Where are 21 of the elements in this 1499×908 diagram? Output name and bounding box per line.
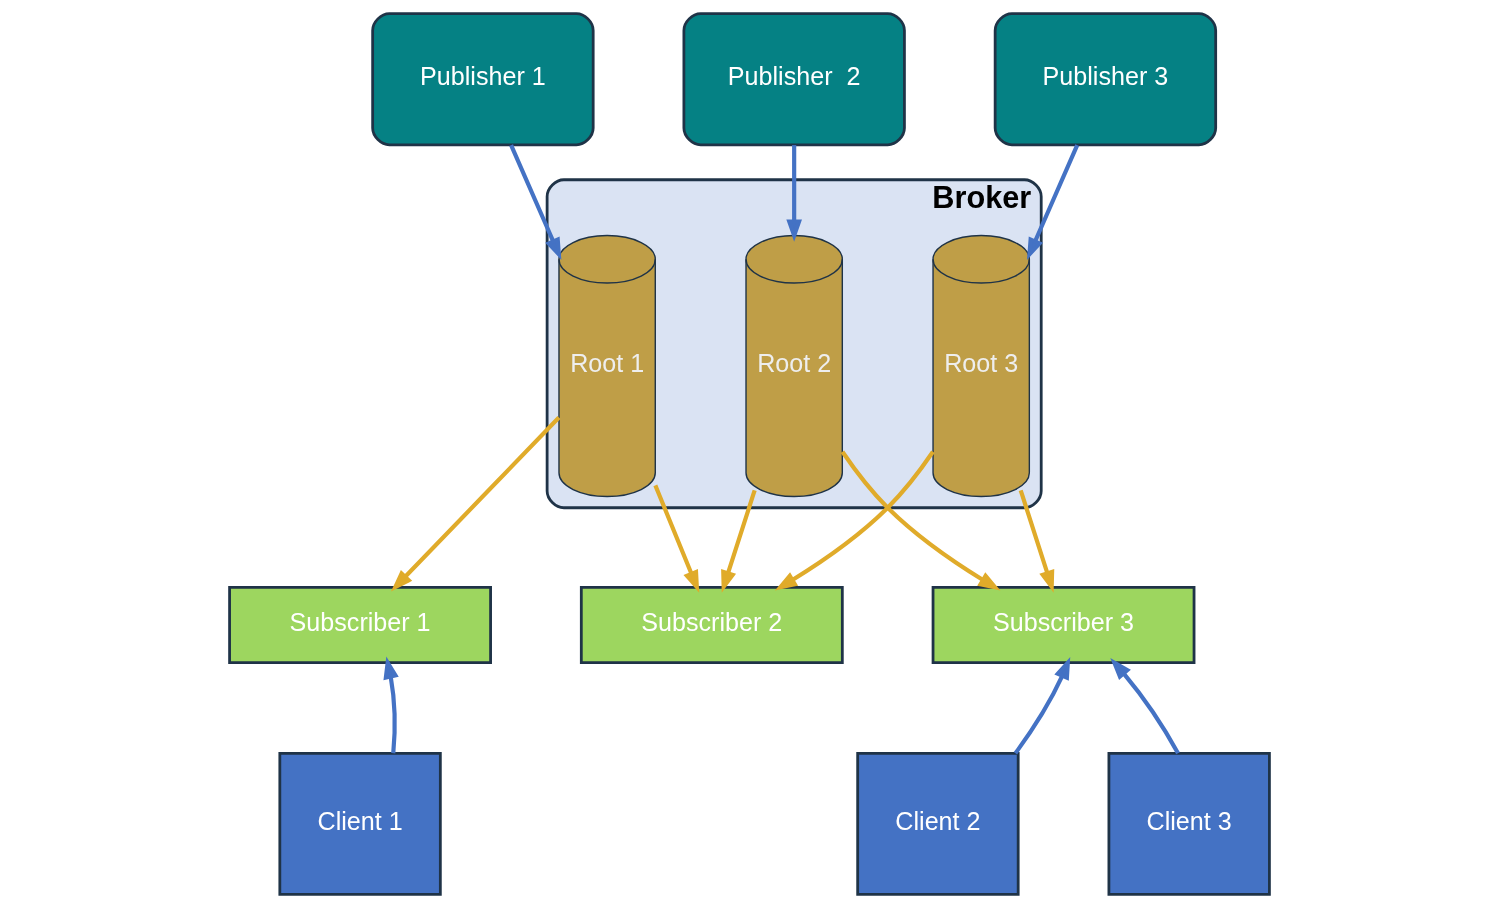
arrow [1026, 144, 1080, 260]
node-box: Subscriber 2 [579, 585, 844, 665]
arrow [653, 484, 700, 593]
arrow [840, 450, 1001, 591]
node-box: Client 3 [1107, 752, 1271, 896]
arrow [383, 656, 399, 754]
node-box: Client 1 [278, 752, 442, 896]
node-box: Publisher 2 [682, 12, 906, 147]
arrow [391, 416, 561, 592]
arrow [1018, 489, 1055, 593]
arrow [774, 450, 935, 591]
arrow [1110, 658, 1180, 755]
node-box: Publisher 1 [371, 12, 595, 147]
node-box: Subscriber 3 [931, 585, 1196, 665]
node-box: Publisher 3 [993, 12, 1218, 147]
node-box: Subscriber 1 [228, 585, 492, 665]
arrow [1013, 656, 1071, 755]
node-box: Client 2 [856, 752, 1020, 896]
arrow [786, 145, 802, 242]
arrow [509, 144, 562, 260]
arrow [721, 489, 757, 593]
